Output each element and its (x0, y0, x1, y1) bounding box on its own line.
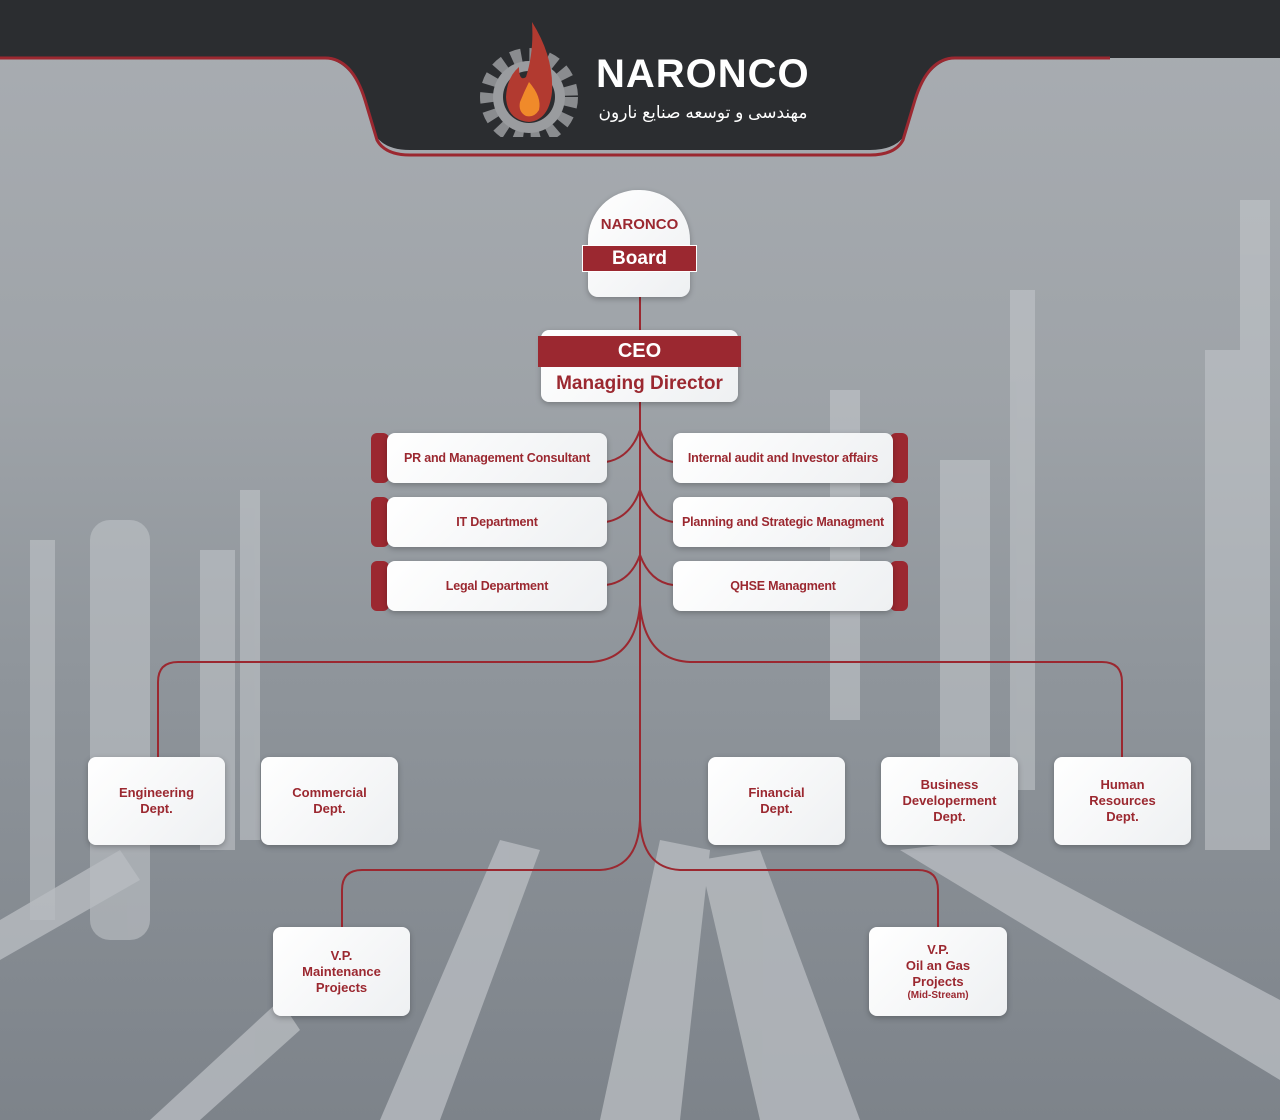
vp-note: (Mid-Stream) (907, 989, 969, 1001)
header-banner (0, 0, 1280, 157)
box-text-line: V.P. (927, 941, 949, 957)
ceo-subtitle: Managing Director (556, 373, 723, 394)
box-text-line: Resources (1089, 793, 1156, 808)
box-text-line: Financial (748, 785, 805, 800)
board-box: NARONCO Board (582, 190, 697, 297)
staff-tab (371, 497, 389, 547)
staff-legal-department[interactable]: Legal Department (387, 561, 607, 611)
staff-label: Legal Department (445, 578, 549, 593)
box-text-line: Dept. (313, 801, 346, 816)
staff-label: QHSE Managment (730, 578, 836, 593)
staff-label: Internal audit and Investor affairs (687, 450, 879, 465)
box-text-line: Maintenance (302, 963, 381, 979)
box-text-line: Oil an Gas (905, 957, 971, 973)
box-text-line: Engineering (118, 785, 195, 800)
staff-label: IT Department (456, 514, 538, 529)
box-text-line: Developerment (902, 793, 997, 808)
staff-label: PR and Management Consultant (403, 450, 591, 465)
brand-name: NARONCO (596, 52, 810, 96)
staff-internal-audit[interactable]: Internal audit and Investor affairs (673, 433, 893, 483)
staff-tab (890, 561, 908, 611)
box-text-line: Dept. (933, 809, 966, 824)
box-text-line: Projects (315, 979, 368, 995)
box-text-line: Dept. (1106, 809, 1139, 824)
box-text-line: Commercial (292, 785, 367, 800)
board-title: NARONCO (600, 216, 679, 233)
staff-label: Planning and Strategic Managment (682, 514, 884, 529)
staff-qhse[interactable]: QHSE Managment (673, 561, 893, 611)
gear-flame-icon (480, 22, 578, 137)
staff-tab (890, 433, 908, 483)
box-text-line: Business (920, 777, 979, 792)
box-text-line: Dept. (760, 801, 793, 816)
ceo-box: CEO Managing Director (538, 330, 741, 402)
staff-tab (371, 433, 389, 483)
brand-subtitle: مهندسی و توسعه صنایع نارون (598, 103, 808, 122)
staff-pr-consultant[interactable]: PR and Management Consultant (387, 433, 607, 483)
header-logo (474, 22, 584, 137)
box-text-line: Projects (912, 973, 964, 989)
staff-tab (890, 497, 908, 547)
staff-it-department[interactable]: IT Department (387, 497, 607, 547)
ceo-band: CEO (538, 336, 741, 367)
box-text-line: V.P. (330, 947, 353, 963)
staff-tab (371, 561, 389, 611)
board-band: Board (582, 245, 697, 272)
box-text-line: Dept. (140, 801, 173, 816)
staff-planning-strategic[interactable]: Planning and Strategic Managment (673, 497, 893, 547)
box-text-line: Human (1100, 777, 1145, 792)
